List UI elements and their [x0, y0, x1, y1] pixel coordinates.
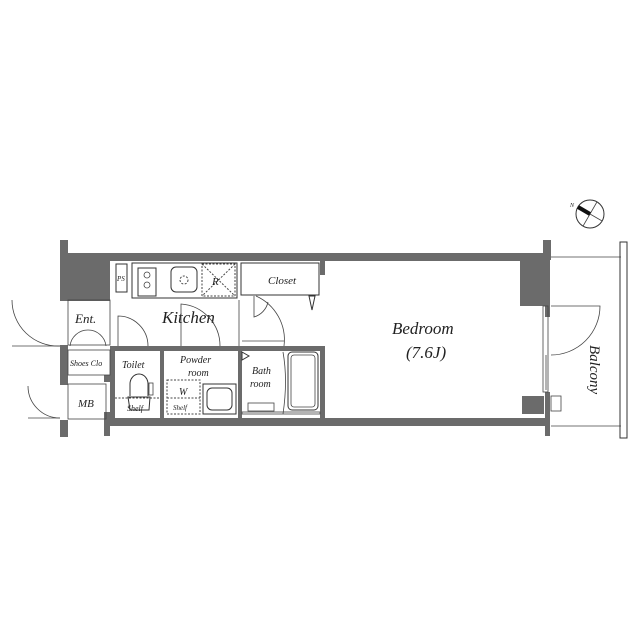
- bedroom-label: Bedroom: [392, 319, 454, 338]
- refrigerator-space: [201, 263, 236, 297]
- meter-box: [67, 383, 107, 420]
- powder-room-label-2: room: [188, 368, 209, 379]
- compass-icon: N: [569, 199, 605, 229]
- entrance-door[interactable]: [11, 299, 61, 347]
- bedroom-size-label: (7.6J): [406, 343, 446, 362]
- washbasin-icon: [202, 383, 237, 415]
- meter-box-door[interactable]: [27, 385, 61, 419]
- powder-room-label-1: Powder: [179, 355, 211, 366]
- refrigerator-label: R: [211, 276, 219, 288]
- balcony-label: Balcony: [586, 345, 602, 394]
- toilet-door[interactable]: [117, 315, 149, 347]
- shoes-closet-label: Shoes Clo: [70, 359, 102, 368]
- shoes-closet: [67, 349, 111, 376]
- closet-door[interactable]: [253, 296, 269, 318]
- balcony: [551, 241, 628, 439]
- kitchen-label: Kitchen: [161, 308, 215, 327]
- meter-box-label: MB: [77, 398, 94, 410]
- washer-space: [166, 379, 201, 415]
- stove-icon: [137, 267, 157, 297]
- pipe-space-label: PS: [116, 275, 125, 283]
- powder-room-door[interactable]: [180, 303, 221, 347]
- entrance: [67, 299, 111, 346]
- compass-north-label: N: [569, 203, 575, 209]
- washer-shelf-label: Shelf: [173, 404, 188, 412]
- toilet-icon: [127, 373, 154, 411]
- sink-icon: [170, 266, 198, 293]
- toilet-shelf-label: Shelf: [127, 404, 145, 413]
- closet: [240, 262, 320, 296]
- bathtub-icon: [287, 351, 319, 411]
- bath-room-label-2: room: [250, 379, 271, 390]
- entrance-label: Ent.: [74, 311, 96, 326]
- closet-label: Closet: [268, 275, 297, 287]
- kitchen-counter: [131, 262, 238, 299]
- toilet-label: Toilet: [122, 360, 145, 371]
- bath-room-label-1: Bath: [252, 366, 271, 377]
- pipe-space: [115, 263, 128, 293]
- walls: [60, 240, 551, 437]
- balcony-door[interactable]: [542, 305, 601, 393]
- washer-label: W: [179, 387, 189, 398]
